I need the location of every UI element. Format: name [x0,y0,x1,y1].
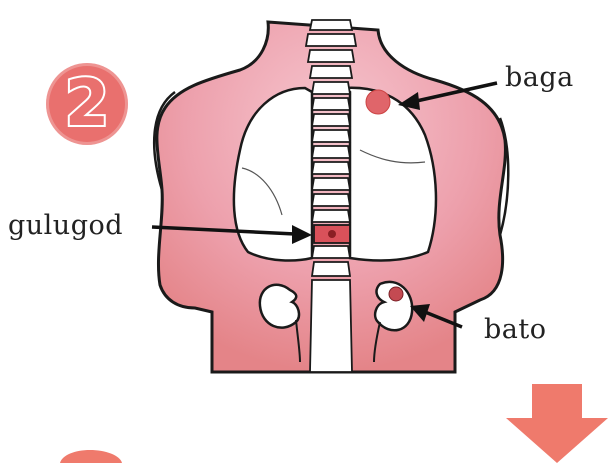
step-badge: 2 [46,63,128,145]
label-gulugod: gulugod [8,210,123,241]
spine-highlight-spot [328,230,336,238]
arrow-down-icon[interactable] [506,384,608,463]
liver-spot [366,90,390,114]
step-number: 2 [65,72,110,136]
label-bato: bato [484,314,547,345]
next-badge-partial [60,450,122,463]
spine [306,20,356,372]
label-baga: baga [505,62,574,93]
